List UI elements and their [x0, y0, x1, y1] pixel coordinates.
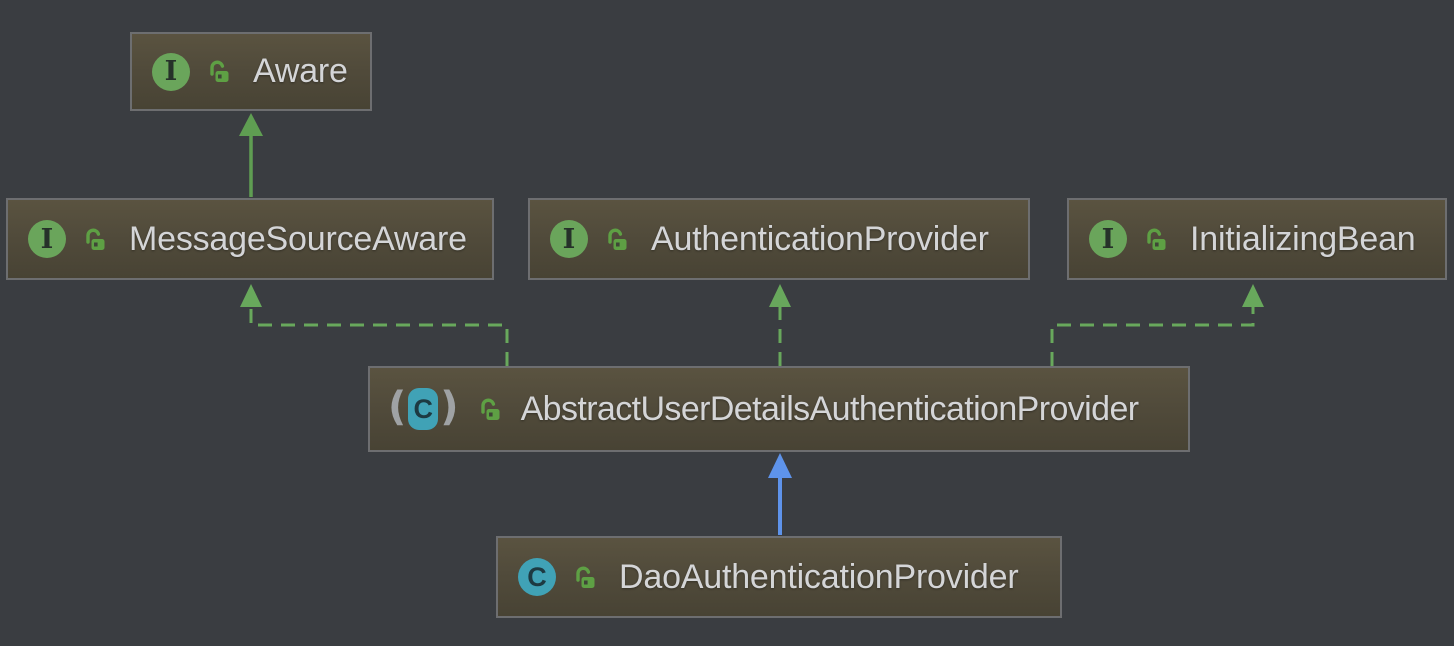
- edge-abstract-implements-initializingbean: [1050, 284, 1264, 366]
- abstract-class-paren-right: ): [440, 384, 459, 430]
- class-node-abstract-user-details-authentication-provider[interactable]: ( C ) AbstractUserDetailsAuthenticationP…: [368, 366, 1190, 452]
- public-lock-icon: [571, 564, 598, 591]
- class-node-dao-authentication-provider[interactable]: C DaoAuthenticationProvider: [496, 536, 1062, 618]
- interface-icon: I: [550, 220, 588, 258]
- edge-abstract-implements-authprovider: [769, 284, 791, 366]
- public-lock-icon: [603, 226, 630, 253]
- class-node-initializing-bean[interactable]: I InitializingBean: [1067, 198, 1447, 280]
- public-lock-icon: [476, 396, 503, 423]
- abstract-class-paren-left: (: [388, 384, 407, 430]
- edge-msa-extends-aware: [239, 113, 263, 197]
- class-name-label: AuthenticationProvider: [651, 219, 989, 258]
- abstract-class-icon: C: [408, 388, 439, 430]
- class-node-authentication-provider[interactable]: I AuthenticationProvider: [528, 198, 1030, 280]
- class-node-aware[interactable]: I Aware: [130, 32, 372, 111]
- public-lock-icon: [81, 226, 108, 253]
- class-name-label: DaoAuthenticationProvider: [619, 557, 1019, 596]
- interface-icon: I: [1089, 220, 1127, 258]
- class-node-message-source-aware[interactable]: I MessageSourceAware: [6, 198, 494, 280]
- class-name-label: InitializingBean: [1190, 219, 1416, 258]
- public-lock-icon: [1142, 226, 1169, 253]
- class-name-label: Aware: [253, 52, 348, 90]
- class-name-label: AbstractUserDetailsAuthenticationProvide…: [520, 389, 1140, 428]
- interface-icon: I: [152, 52, 190, 91]
- interface-icon: I: [28, 220, 66, 258]
- edge-abstract-implements-msa: [240, 284, 509, 366]
- class-name-label: MessageSourceAware: [129, 219, 467, 258]
- public-lock-icon: [205, 58, 232, 85]
- class-icon: C: [518, 558, 556, 596]
- edge-dao-extends-abstract: [768, 453, 792, 535]
